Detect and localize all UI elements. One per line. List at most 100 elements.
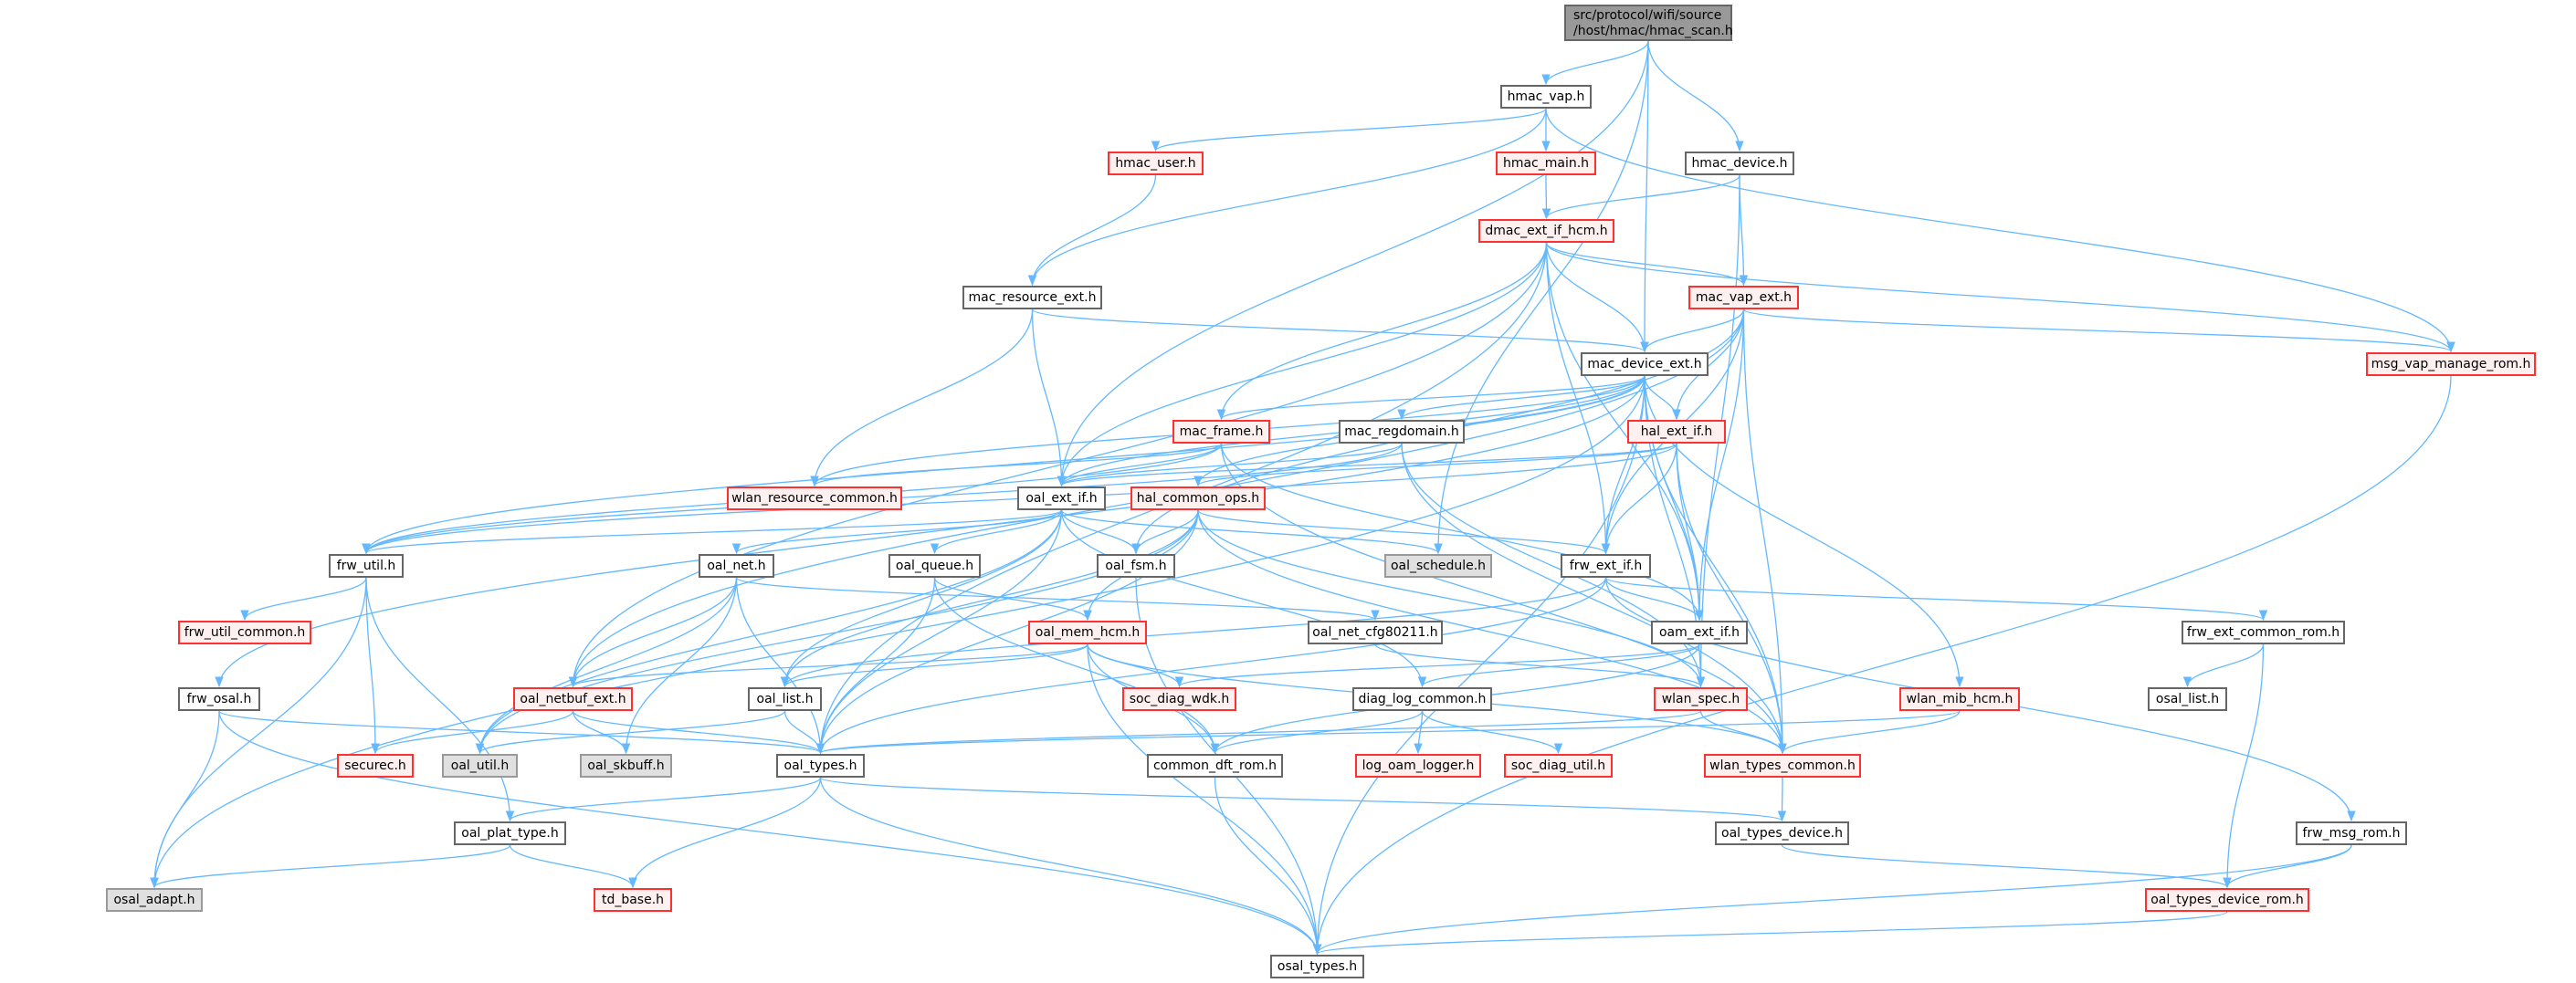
node-frw-msg-rom[interactable]: frw_msg_rom.h: [2296, 821, 2407, 845]
edge-mac_device_ext-to-osal_types: [1312, 375, 1645, 956]
node-mac-regdomain[interactable]: mac_regdomain.h: [1339, 420, 1465, 444]
node-oal-types[interactable]: oal_types.h: [776, 754, 865, 778]
node-hmac-main[interactable]: hmac_main.h: [1496, 152, 1596, 175]
node-label: soc_diag_wdk.h: [1129, 692, 1230, 706]
node-label: oal_netbuf_ext.h: [520, 692, 626, 706]
node-label: dmac_ext_if_hcm.h: [1485, 224, 1608, 238]
node-label: frw_ext_if.h: [1569, 559, 1643, 573]
node-frw-util-common[interactable]: frw_util_common.h: [178, 621, 311, 644]
edge-dmac_ext_if_hcm-to-frw_ext_if: [1545, 242, 1611, 555]
node-mac-frame[interactable]: mac_frame.h: [1172, 420, 1270, 444]
node-securec[interactable]: securec.h: [337, 754, 414, 778]
node-oal-ext-if[interactable]: oal_ext_if.h: [1017, 486, 1106, 510]
edge-oal_plat_type-to-td_base: [509, 844, 637, 889]
node-oal-mem-hcm[interactable]: oal_mem_hcm.h: [1028, 621, 1147, 644]
node-frw-ext-if[interactable]: frw_ext_if.h: [1561, 554, 1651, 578]
node-oal-list[interactable]: oal_list.h: [748, 687, 822, 711]
node-label: td_base.h: [601, 893, 665, 907]
node-wlan-types-common[interactable]: wlan_types_common.h: [1704, 754, 1861, 778]
edge-mac_device_ext-to-frw_util: [362, 375, 1645, 555]
edge-oal_queue-to-oal_types: [815, 577, 936, 755]
edge-oal_mem_hcm-to-oal_netbuf_ext: [569, 643, 1088, 688]
node-soc-diag-util[interactable]: soc_diag_util.h: [1504, 754, 1613, 778]
node-oal-plat-type[interactable]: oal_plat_type.h: [454, 821, 566, 845]
edge-oal_list-to-oal_util: [475, 710, 786, 755]
edge-oal_ext_if-to-frw_util: [362, 509, 1063, 555]
node-label: wlan_mib_hcm.h: [1906, 692, 2013, 706]
node-oal-schedule[interactable]: oal_schedule.h: [1384, 554, 1492, 578]
node-hal-common-ops[interactable]: hal_common_ops.h: [1130, 486, 1266, 510]
edge-frw_ext_common_rom-to-osal_list: [2182, 643, 2265, 688]
edge-oal_netbuf_ext-to-securec: [371, 710, 574, 755]
node-mac-device-ext[interactable]: mac_device_ext.h: [1581, 352, 1709, 376]
node-oal-netbuf-ext[interactable]: oal_netbuf_ext.h: [513, 687, 633, 711]
edge-mac_resource_ext-to-mac_device_ext: [1031, 308, 1649, 353]
edge-root-to-hmac_device: [1647, 40, 1744, 152]
node-hmac-vap[interactable]: hmac_vap.h: [1500, 85, 1592, 109]
node-label: securec.h: [344, 758, 406, 773]
node-oal-util[interactable]: oal_util.h: [442, 754, 518, 778]
node-wlan-spec[interactable]: wlan_spec.h: [1654, 687, 1748, 711]
node-label: mac_frame.h: [1179, 424, 1264, 439]
edge-dmac_ext_if_hcm-to-oal_netbuf_ext: [568, 242, 1548, 688]
edge-mac_device_ext-to-frw_ext_if: [1601, 375, 1645, 555]
edge-msg_vap_manage_rom-to-osal_types: [1312, 375, 2452, 956]
node-wlan-resource-common[interactable]: wlan_resource_common.h: [727, 486, 902, 510]
node-hal-ext-if[interactable]: hal_ext_if.h: [1627, 420, 1726, 444]
node-label: common_dft_rom.h: [1152, 758, 1277, 773]
edge-oal_types_device-to-oal_types_device_rom: [1781, 844, 2232, 889]
edge-frw_util-to-securec: [365, 577, 380, 755]
node-diag-log-common[interactable]: diag_log_common.h: [1352, 687, 1492, 711]
node-label: frw_util_common.h: [184, 625, 306, 640]
node-frw-osal[interactable]: frw_osal.h: [178, 687, 260, 711]
node-label: hmac_device.h: [1691, 156, 1788, 171]
node-label: oal_net_cfg80211.h: [1312, 625, 1438, 640]
node-label: hal_common_ops.h: [1136, 491, 1260, 506]
node-label: frw_ext_common_rom.h: [2186, 625, 2340, 640]
node-oal-skbuff[interactable]: oal_skbuff.h: [580, 754, 672, 778]
node-td-base[interactable]: td_base.h: [594, 888, 672, 912]
node-label: hmac_user.h: [1115, 156, 1196, 171]
node-osal-types[interactable]: osal_types.h: [1270, 955, 1364, 978]
node-msg-vap-manage-rom[interactable]: msg_vap_manage_rom.h: [2366, 352, 2536, 376]
node-oal-queue[interactable]: oal_queue.h: [888, 554, 981, 578]
node-soc-diag-wdk[interactable]: soc_diag_wdk.h: [1122, 687, 1236, 711]
node-osal-list[interactable]: osal_list.h: [2148, 687, 2227, 711]
node-log-oam-logger[interactable]: log_oam_logger.h: [1355, 754, 1481, 778]
edge-oal_types-to-oal_types_device: [819, 777, 1786, 822]
edge-diag_log_common-to-common_dft_rom: [1210, 710, 1424, 755]
node-frw-util[interactable]: frw_util.h: [329, 554, 404, 578]
node-mac-resource-ext[interactable]: mac_resource_ext.h: [962, 286, 1102, 309]
node-oal-types-device[interactable]: oal_types_device.h: [1715, 821, 1849, 845]
edge-hal_ext_if-to-frw_ext_if: [1601, 443, 1677, 555]
edge-oal_ext_if-to-oal_util: [475, 509, 1063, 755]
node-oal-net[interactable]: oal_net.h: [699, 554, 774, 578]
edge-dmac_ext_if_hcm-to-mac_frame: [1216, 242, 1548, 421]
edge-hal_common_ops-to-wlan_spec: [1197, 509, 1706, 688]
node-frw-ext-common-rom[interactable]: frw_ext_common_rom.h: [2182, 621, 2345, 644]
node-label: oal_list.h: [756, 692, 814, 706]
node-osal-adapt[interactable]: osal_adapt.h: [106, 888, 203, 912]
node-oal-net-cfg80211[interactable]: oal_net_cfg80211.h: [1308, 621, 1443, 644]
edge-mac_frame-to-oal_ext_if: [1057, 443, 1223, 487]
edge-oal_mem_hcm-to-osal_types: [1087, 643, 1322, 956]
node-wlan-mib-hcm[interactable]: wlan_mib_hcm.h: [1899, 687, 2020, 711]
node-oal-fsm[interactable]: oal_fsm.h: [1097, 554, 1175, 578]
node-label: mac_device_ext.h: [1587, 357, 1702, 371]
node-dmac-ext-if-hcm[interactable]: dmac_ext_if_hcm.h: [1478, 219, 1614, 243]
edge-mac_vap_ext-to-hal_ext_if: [1672, 308, 1745, 421]
edge-wlan_mib_hcm-to-oal_types: [816, 710, 1961, 755]
node-label: oal_skbuff.h: [587, 758, 665, 773]
edge-oal_net-to-oal_net_cfg80211: [735, 577, 1380, 622]
edge-oal_ext_if-to-oal_fsm: [1060, 509, 1141, 555]
node-mac-vap-ext[interactable]: mac_vap_ext.h: [1688, 286, 1799, 309]
root-node-hmac-scan[interactable]: src/protocol/wifi/source /host/hmac/hmac…: [1564, 5, 1733, 41]
edge-oal_ext_if-to-oal_net: [732, 509, 1063, 555]
node-oam-ext-if[interactable]: oam_ext_if.h: [1651, 621, 1748, 644]
edge-frw_ext_if-to-oal_types: [815, 577, 1607, 755]
node-hmac-device[interactable]: hmac_device.h: [1685, 152, 1794, 175]
node-common-dft-rom[interactable]: common_dft_rom.h: [1147, 754, 1283, 778]
node-oal-types-device-rom[interactable]: oal_types_device_rom.h: [2145, 888, 2309, 912]
node-hmac-user[interactable]: hmac_user.h: [1108, 152, 1204, 175]
node-label: soc_diag_util.h: [1510, 758, 1606, 773]
